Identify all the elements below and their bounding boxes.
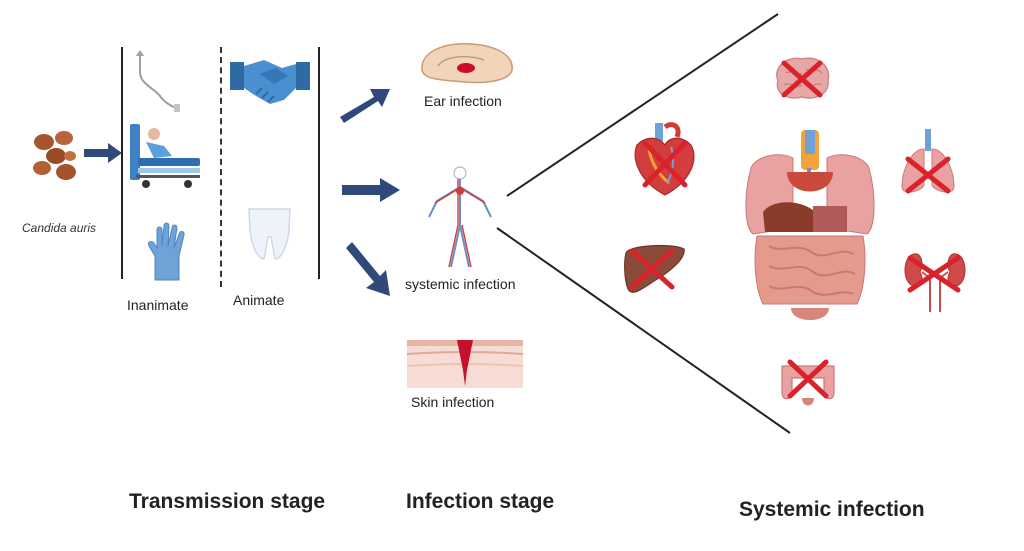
skin-wound-icon [406,340,524,388]
kidneys-icon [904,253,966,312]
heart-icon [634,122,695,196]
transmission-stage-title: Transmission stage [129,490,326,513]
glove-icon [148,222,185,281]
arrow-to-skin [346,242,390,296]
brain-icon [776,57,830,99]
ear-icon [421,43,513,84]
underwear-icon [248,208,291,260]
candida-cells-icon [33,131,76,180]
catheter-icon [136,50,180,112]
ear-infection-label: Ear infection [424,93,502,109]
lungs-icon [901,129,955,194]
handshake-icon [230,60,310,104]
human-vasculature-icon [428,166,492,268]
transmission-right-line [318,47,320,279]
hospital-bed-icon [130,124,200,188]
liver-icon [624,244,685,293]
transmission-divider [220,47,222,287]
colon-icon [781,359,835,406]
animate-label: Animate [233,292,285,308]
skin-infection-label: Skin infection [411,394,495,410]
systemic-infection-title: Systemic infection [739,498,925,521]
organ-system-icon [745,130,875,320]
transmission-left-line [121,47,123,279]
arrow-to-transmission [84,143,122,163]
arrow-to-systemic [342,178,400,202]
arrow-to-ear [340,89,390,123]
inanimate-label: Inanimate [127,297,189,313]
organism-label: Candida auris [22,221,97,235]
systemic-infection-label: systemic infection [405,276,516,292]
infection-stage-title: Infection stage [406,490,555,513]
